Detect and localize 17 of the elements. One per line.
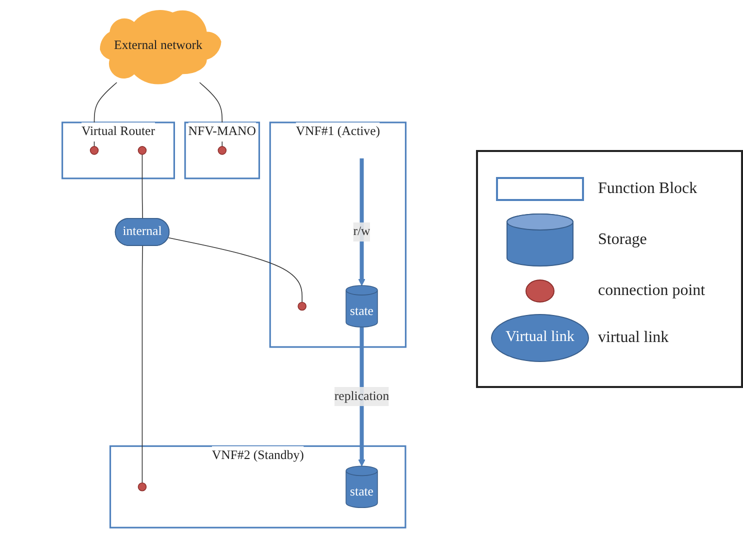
- legend-label: connection point: [598, 282, 706, 300]
- node-circle: [298, 301, 306, 310]
- legend-label: Storage: [598, 230, 647, 248]
- virtual-link-oval: Virtual link: [491, 314, 590, 362]
- node-circle: [218, 146, 227, 154]
- arrow: [358, 158, 366, 286]
- connector: [168, 236, 302, 302]
- edge-label: replication: [334, 388, 390, 402]
- node-circle: [138, 482, 147, 491]
- node-circle: [138, 146, 147, 154]
- connector: [142, 154, 144, 219]
- edge-label: r/w: [353, 224, 370, 238]
- legend-label: virtual link: [598, 328, 669, 346]
- arrow: [358, 326, 366, 466]
- connector: [142, 245, 144, 483]
- node-circle: [90, 146, 99, 154]
- legend-label: Function Block: [598, 180, 698, 198]
